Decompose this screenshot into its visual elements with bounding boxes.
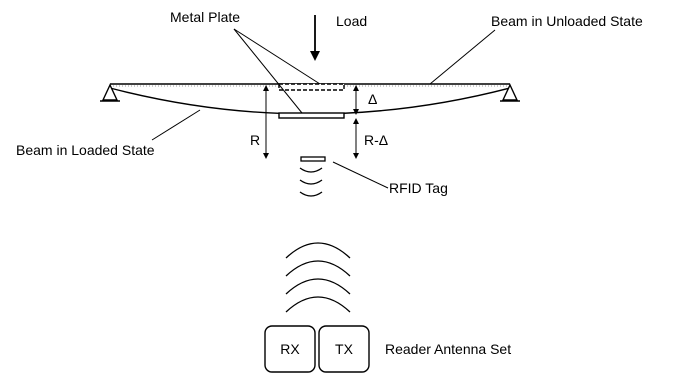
metal-plate-unloaded [278, 83, 345, 91]
load-label: Load [336, 13, 367, 29]
metal-plate-loaded [278, 112, 345, 119]
r-minus-delta-label: R-Δ [364, 132, 388, 148]
metal-plate-leader-1 [233, 28, 321, 85]
metal-plate-leader-2 [233, 28, 303, 114]
r-arrow-bottom [263, 153, 269, 159]
reader-wave-icon [285, 242, 351, 313]
rx-label: RX [280, 341, 300, 357]
r-label: R [250, 132, 260, 148]
rfid-tag-label: RFID Tag [389, 180, 448, 196]
tx-label: TX [335, 341, 354, 357]
r-minus-delta-arrow-bottom [353, 153, 359, 159]
loaded-leader [151, 109, 201, 141]
rfid-tag [300, 156, 326, 162]
rfid-tag-leader [332, 161, 389, 189]
loaded-beam [109, 87, 511, 115]
beam-unloaded-label: Beam in Unloaded State [491, 13, 643, 29]
r-arrow-top [263, 85, 269, 91]
tx-antenna-box [318, 325, 370, 373]
delta-arrow-bottom [353, 109, 359, 115]
unloaded-leader [429, 29, 496, 85]
left-support [101, 83, 119, 101]
tag-wave-icon [299, 167, 323, 197]
reader-antenna-set-label: Reader Antenna Set [385, 341, 511, 357]
delta-arrow-top [353, 85, 359, 91]
metal-plate-label: Metal Plate [170, 9, 240, 25]
r-minus-delta-arrow-top [353, 118, 359, 124]
delta-label: Δ [368, 91, 377, 107]
beam-loaded-label: Beam in Loaded State [16, 142, 155, 158]
rx-antenna-box [264, 325, 316, 373]
right-support [501, 83, 519, 101]
